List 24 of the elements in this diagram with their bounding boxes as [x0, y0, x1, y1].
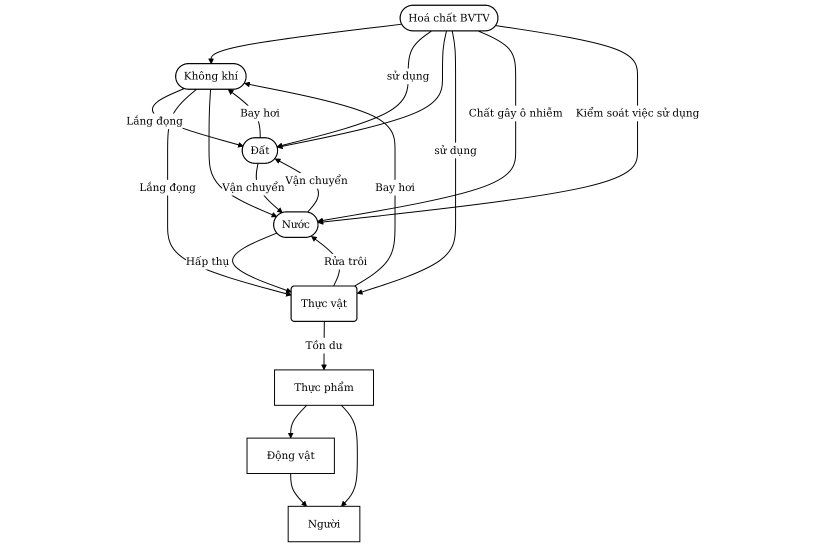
- edge-label: Tồn dư: [306, 339, 343, 352]
- edge-label: Vận chuyển: [285, 174, 348, 187]
- edge-label: Lắng đọng: [126, 114, 183, 128]
- arrow: [232, 232, 292, 294]
- arrow: [318, 25, 638, 225]
- arrow: [208, 24, 403, 64]
- edge-label: Chất gây ô nhiễm: [468, 106, 563, 120]
- edge-label: Lắng đọng: [140, 181, 196, 194]
- edge-label: Rửa trôi: [324, 255, 368, 268]
- edge-label: sử dụng: [387, 70, 430, 82]
- arrow: [290, 473, 308, 507]
- arrow: [341, 404, 358, 507]
- edge-label: Kiểm soát việc sử dụng: [576, 106, 700, 120]
- edge-label: Vận chuyển: [222, 181, 285, 194]
- node-box: Động vật: [246, 438, 336, 474]
- node-box: Thực phẩm: [274, 369, 374, 406]
- arrow: [318, 30, 516, 224]
- edge-label: sử dụng: [434, 144, 478, 156]
- arrow: [288, 404, 308, 438]
- edge-label: Bay hơi: [240, 106, 280, 120]
- node-box: Người: [288, 506, 361, 542]
- edge-label: Hấp thụ: [186, 255, 230, 268]
- edge-label: Bay hơi: [375, 181, 416, 194]
- arrow: [357, 30, 456, 295]
